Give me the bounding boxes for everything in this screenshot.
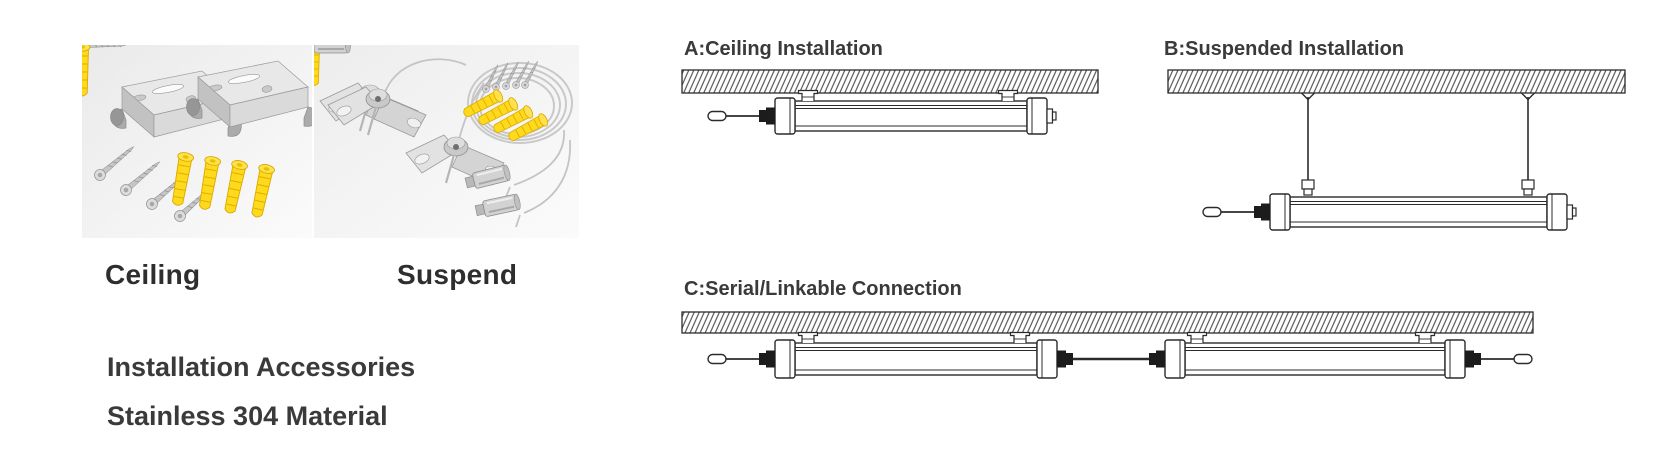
wall-plugs-graphic: [82, 45, 276, 220]
accessories-caption-line2: Stainless 304 Material: [107, 401, 388, 431]
end-connector: [1051, 111, 1057, 121]
wire-gripper-graphic: [314, 45, 523, 220]
ceiling-surface: [1167, 69, 1626, 94]
suspension-wire: [1301, 92, 1315, 196]
power-cable: [1481, 353, 1533, 365]
power-connector: [1261, 203, 1270, 221]
power-cable: [707, 353, 759, 365]
end-connector: [1571, 207, 1577, 217]
ceiling-surface: [681, 69, 1099, 94]
light-fixture: [1202, 193, 1577, 231]
mounting-clip: [1414, 331, 1436, 343]
suspension-wire: [1521, 92, 1535, 196]
diagram-suspended-installation: [1167, 69, 1626, 231]
light-fixture: [707, 89, 1057, 135]
power-connector: [1057, 350, 1066, 368]
power-connector: [1465, 350, 1474, 368]
power-connector: [766, 350, 775, 368]
mounting-clip: [797, 89, 819, 101]
power-connector: [759, 353, 766, 365]
diagram-serial-linkable-connection: [681, 311, 1534, 379]
ceiling-surface: [681, 311, 1534, 334]
suspend-accessories-photo: [314, 45, 579, 238]
ceiling-photo-label: Ceiling: [105, 259, 201, 290]
power-connector: [759, 110, 766, 122]
diagram-b-title: B:Suspended Installation: [1164, 38, 1405, 60]
power-connector: [1254, 206, 1261, 218]
mounting-clip: [1009, 331, 1031, 343]
diagram-a-title: A:Ceiling Installation: [684, 38, 883, 60]
light-fixture: [1149, 331, 1533, 379]
mounting-clip: [1186, 331, 1208, 343]
diagram-ceiling-installation: [681, 69, 1099, 135]
suspend-photo-label: Suspend: [397, 259, 518, 290]
end-connector: [1566, 204, 1574, 220]
power-cable: [1202, 206, 1254, 218]
light-fixture: [707, 331, 1073, 379]
power-cable: [707, 110, 759, 122]
power-connector: [766, 107, 775, 125]
steel-wire-graphic: [383, 58, 571, 228]
power-connector: [1149, 353, 1156, 365]
mounting-clip: [997, 89, 1019, 101]
ceiling-accessories-photo: [82, 45, 312, 238]
power-connector: [1474, 353, 1481, 365]
end-connector: [1046, 108, 1054, 124]
diagram-c-title: C:Serial/Linkable Connection: [684, 278, 962, 300]
accessories-caption-line1: Installation Accessories: [107, 352, 416, 382]
power-connector: [1156, 350, 1165, 368]
mounting-clip: [797, 331, 819, 343]
power-connector: [1066, 353, 1073, 365]
